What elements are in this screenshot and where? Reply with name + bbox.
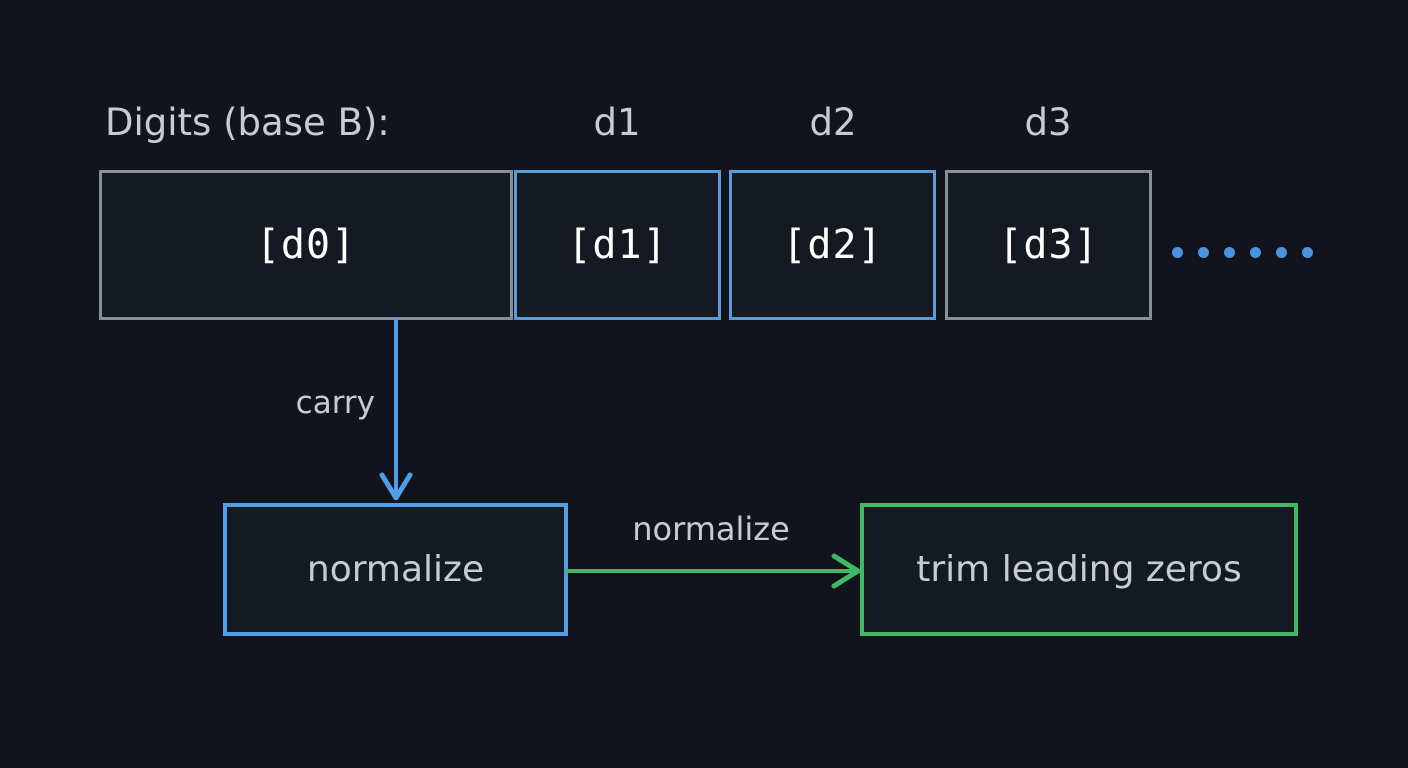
ellipsis-dot (1224, 247, 1235, 258)
digit-cell-d3[interactable]: [d3] (945, 170, 1152, 320)
digit-cell-d2-label: [d2] (782, 222, 883, 268)
ellipsis-dots (1172, 247, 1313, 258)
carry-arrow-icon (379, 318, 413, 500)
node-trim-leading-zeros-label: trim leading zeros (916, 549, 1242, 590)
node-normalize[interactable]: normalize (223, 503, 568, 636)
ellipsis-dot (1276, 247, 1287, 258)
normalize-arrow-icon (566, 553, 861, 589)
digit-cell-d1[interactable]: [d1] (514, 170, 721, 320)
normalize-edge-label: normalize (632, 510, 790, 548)
digit-cell-d2[interactable]: [d2] (729, 170, 936, 320)
ellipsis-dot (1250, 247, 1261, 258)
node-normalize-label: normalize (306, 549, 485, 590)
digit-cell-d0-label: [d0] (255, 222, 357, 268)
ellipsis-dot (1302, 247, 1313, 258)
digits-base-label: Digits (base B): (105, 101, 390, 144)
digit-cell-d1-label: [d1] (567, 222, 668, 268)
carry-edge-label: carry (295, 385, 375, 421)
column-header-d3: d3 (1024, 101, 1072, 144)
digit-cell-d3-label: [d3] (998, 222, 1099, 268)
node-trim-leading-zeros[interactable]: trim leading zeros (860, 503, 1298, 636)
digit-cell-d0[interactable]: [d0] (99, 170, 513, 320)
ellipsis-dot (1198, 247, 1209, 258)
column-header-d2: d2 (809, 101, 857, 144)
ellipsis-dot (1172, 247, 1183, 258)
column-header-d1: d1 (593, 101, 641, 144)
